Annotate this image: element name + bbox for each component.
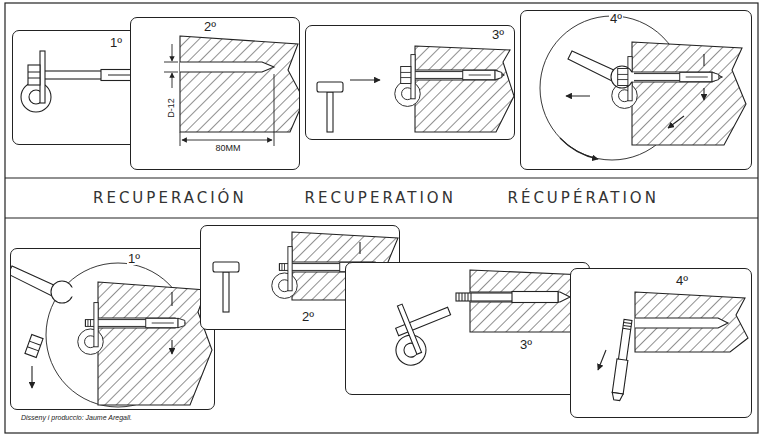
drawing-path (31, 366, 32, 388)
drawing-polygon (98, 282, 212, 405)
drawing-polygon (180, 62, 274, 72)
step-number: 1º (127, 252, 141, 265)
drawing-use (317, 82, 343, 132)
drawing-polygon (180, 36, 300, 132)
drawing-path (635, 318, 728, 328)
drawing-path (668, 116, 684, 128)
step-number: 2º (203, 20, 217, 33)
drawing-path (180, 74, 274, 146)
drawing-path (598, 350, 606, 370)
step-panel: 2º (130, 17, 300, 170)
step-panel: 4º (520, 10, 752, 170)
drawing-use (568, 51, 634, 88)
drawing-polygon (635, 292, 748, 352)
drawing-g (25, 335, 43, 358)
step-panel: 1º (12, 30, 137, 145)
drawing-g (380, 289, 463, 370)
sleeve-removal-illustration (570, 268, 752, 418)
step-number: 3º (491, 28, 505, 41)
drawing-rect (512, 292, 558, 303)
drawing-path (172, 44, 173, 61)
drawing-rect (397, 304, 421, 354)
hanger-removal-illustration (345, 262, 590, 395)
drawing-path (172, 73, 173, 88)
section-title: RECUPERATION (305, 190, 456, 207)
drawing-use (612, 57, 719, 109)
drawing-path (171, 292, 172, 354)
drawing-path (350, 79, 380, 80)
drawing-use (213, 262, 239, 312)
drawing-polygon (611, 393, 623, 401)
hammer-insert-illustration (305, 25, 515, 140)
drawing-path (180, 62, 274, 72)
drawing-rect (612, 359, 628, 394)
step-panel: 4º (570, 268, 752, 418)
drawing-path (703, 54, 704, 100)
step-number: 4º (675, 274, 689, 287)
section-title: RÉCUPÉRATION (508, 190, 659, 207)
drawing-use (618, 69, 628, 86)
drawing-line (5, 177, 758, 178)
step-panel: 3º (345, 262, 590, 395)
drawing-rect (5, 3, 758, 433)
drawing-g (611, 319, 633, 401)
drawing-polygon (635, 318, 728, 328)
drawing-use (401, 67, 411, 84)
drawing-polygon (415, 46, 514, 132)
step-panel: 1º (10, 248, 215, 410)
drawing-polygon (632, 42, 746, 145)
drawing-path (164, 62, 178, 72)
drawing-path (566, 95, 590, 96)
drawing-path (623, 322, 632, 329)
drill-hole-illustration (130, 17, 300, 170)
step-panel: 3º (305, 25, 515, 140)
credit-note: Disseny i produccio: Jaume Aregall. (20, 414, 133, 422)
drawing-use (28, 65, 40, 85)
drawing-use (10, 266, 74, 303)
step-number: 4º (609, 12, 623, 25)
drawing-use (21, 51, 137, 112)
drawing-path (459, 293, 471, 301)
drawing-use (78, 303, 185, 355)
step-number: 3º (519, 338, 533, 351)
drawing-path (27, 341, 40, 351)
drawing-line (5, 217, 758, 218)
drawing-rect (25, 335, 43, 358)
drawing-path (182, 140, 272, 141)
nut-removal-illustration (10, 248, 215, 410)
step-number: 1º (109, 36, 123, 49)
step-number: 2º (301, 310, 315, 323)
drawing-path (560, 138, 598, 159)
section-title: RECUPERACIÓN (93, 190, 247, 207)
wrench-tighten-illustration (520, 10, 752, 170)
drawing-use (395, 55, 502, 107)
